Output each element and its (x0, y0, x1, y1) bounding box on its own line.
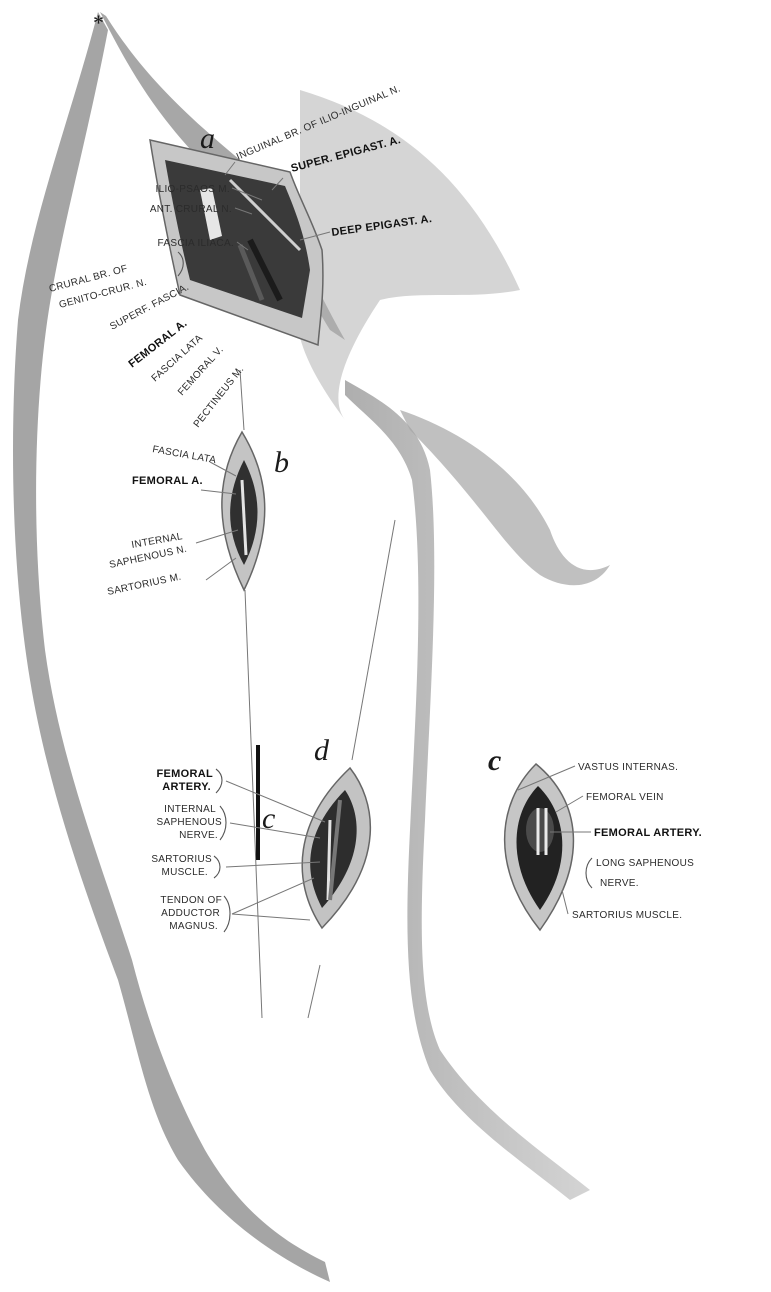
label-internal-d-3: NERVE. (179, 830, 218, 841)
label-long-saph-1: LONG SAPHENOUS (596, 858, 694, 869)
label-sartorius-c: SARTORIUS MUSCLE. (572, 910, 682, 921)
label-tendon-d-2: ADDUCTOR (161, 908, 220, 919)
label-tendon-d-1: TENDON OF (160, 895, 222, 906)
asterisk-mark: * (93, 10, 104, 35)
label-ilio-psoas: ILIO-PSAOS M. (156, 184, 230, 195)
label-tendon-d-3: MAGNUS. (169, 921, 218, 932)
label-vastus: VASTUS INTERNAS. (578, 762, 678, 773)
label-sartorius-b: SARTORIUS M. (106, 571, 182, 597)
incision-line (308, 965, 320, 1018)
label-internal-d-1: INTERNAL (164, 804, 216, 815)
incision-c (505, 764, 574, 930)
label-sartorius-d-2: MUSCLE. (161, 867, 208, 878)
incision-line (240, 370, 244, 430)
letter-b: b (274, 446, 289, 479)
incision-d (302, 768, 370, 928)
letter-c-right: c (488, 744, 501, 777)
letter-d: d (314, 734, 330, 767)
label-long-saph-2: NERVE. (600, 878, 639, 889)
label-femoral-a-b: FEMORAL A. (132, 475, 203, 487)
label-internal-d-2: SAPHENOUS (157, 817, 223, 828)
label-femoral-d-2: ARTERY. (162, 781, 211, 793)
label-ant-crural: ANT. CRURAL N. (150, 204, 232, 215)
label-fascia-iliaca: FASCIA ILIACA. (158, 238, 234, 249)
letter-a: a (200, 122, 215, 155)
incision-c-mark (256, 745, 260, 860)
label-femoral-d-1: FEMORAL (157, 768, 213, 780)
label-sartorius-d-1: SARTORIUS (151, 854, 212, 865)
label-femoral-vein: FEMORAL VEIN (586, 792, 664, 803)
label-femoral-artery: FEMORAL ARTERY. (594, 827, 702, 839)
brace-long-saph (586, 858, 592, 888)
incision-line (352, 520, 395, 760)
label-fascia-lata-b: FASCIA LATA (151, 444, 217, 466)
groin-shading (296, 90, 520, 420)
incision-b (222, 432, 265, 590)
